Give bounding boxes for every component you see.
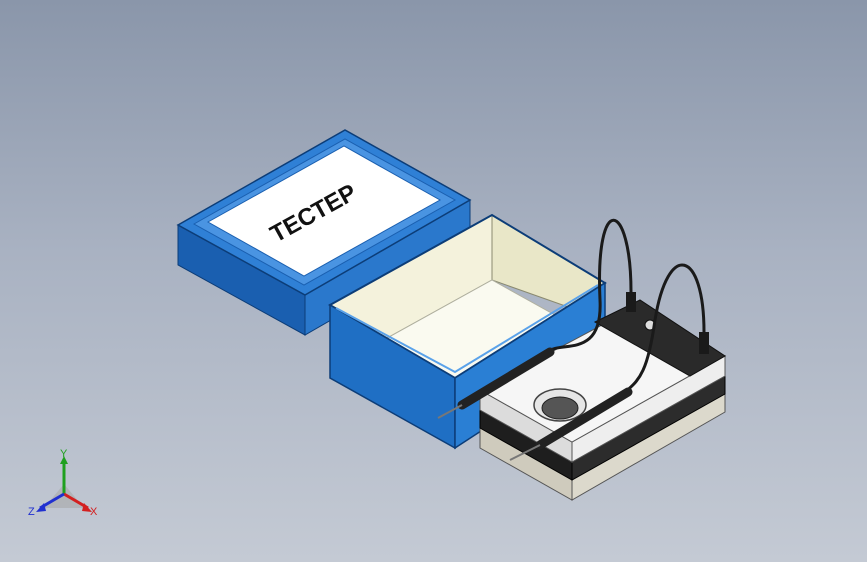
tester-device[interactable] <box>478 292 727 501</box>
test-leads[interactable] <box>437 218 706 461</box>
triad-z-arrow <box>36 503 46 512</box>
socket-post-left <box>626 292 636 312</box>
socket-post-right <box>699 332 709 354</box>
triad-y-arrow <box>60 456 68 464</box>
lid-label-panel <box>206 145 442 277</box>
box-lid[interactable]: ТЕСТЕР <box>176 129 472 336</box>
box-rim-highlight <box>335 284 599 374</box>
probe-2-body[interactable] <box>535 387 633 450</box>
triad-z-label: Z <box>28 506 35 518</box>
triad-x-arrow <box>82 503 92 512</box>
triad-y-label: Y <box>60 448 68 460</box>
cable-right <box>624 263 706 394</box>
device-top-panel <box>593 299 726 377</box>
triad-base <box>44 484 84 508</box>
cable-left <box>546 218 633 354</box>
probe-1-tip <box>437 404 463 419</box>
orientation-triad[interactable]: Y X Z <box>24 448 104 524</box>
probe-1-body[interactable] <box>457 347 555 410</box>
triad-x-label: X <box>90 506 98 518</box>
probe-2-tip <box>509 444 541 461</box>
knob-recess <box>541 396 579 420</box>
